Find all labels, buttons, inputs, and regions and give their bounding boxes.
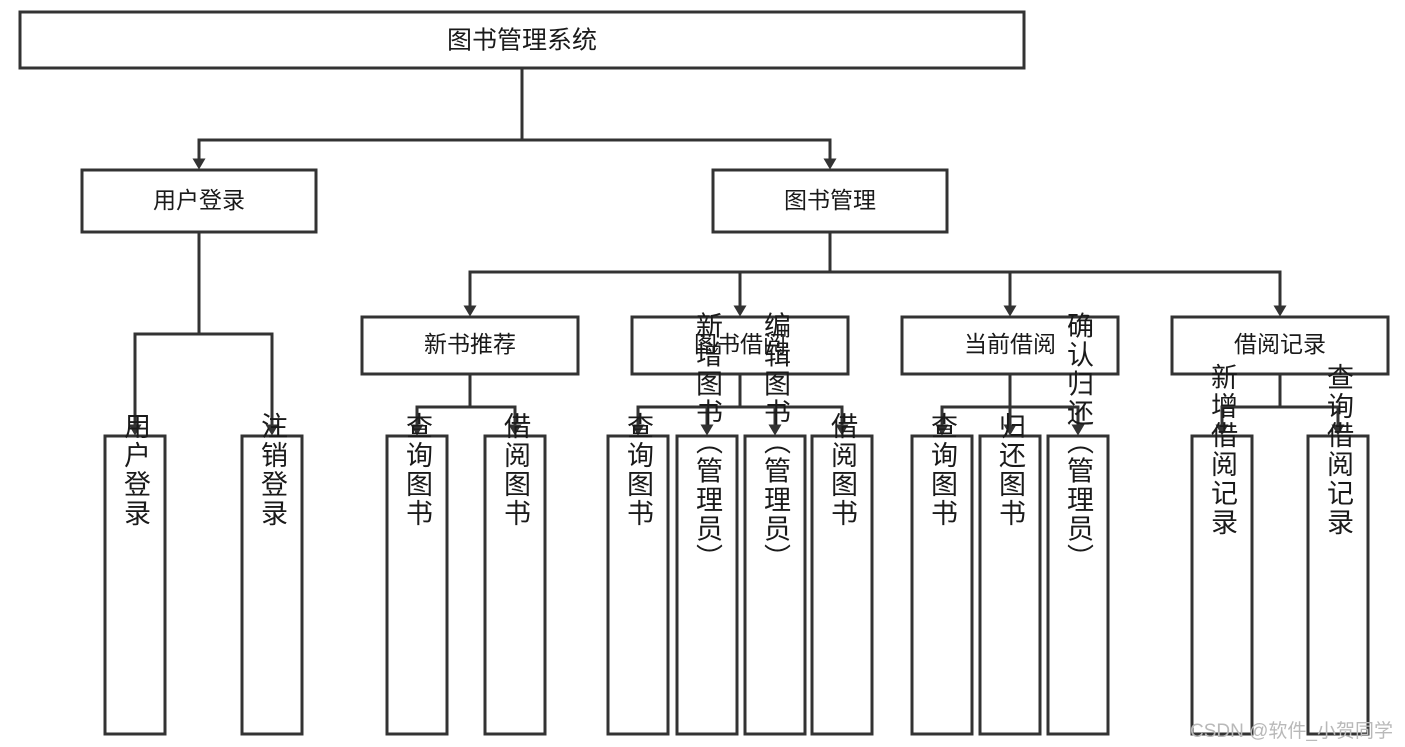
node-leaf-logout-login-box[interactable]	[240, 434, 304, 736]
node-current-borrow-box[interactable]	[900, 315, 1120, 376]
node-leaf-return-book-label: 归还图书	[995, 412, 1026, 528]
node-leaf-return-book[interactable]: 归还图书	[978, 412, 1042, 736]
node-leaf-edit-book[interactable]: 编辑图书（管理员）	[743, 311, 807, 736]
node-current-borrow-label: 当前借阅	[964, 331, 1056, 357]
node-new-book-recommend-label: 新书推荐	[424, 331, 516, 357]
node-user-login-box[interactable]	[80, 168, 318, 234]
node-leaf-edit-book-label: 编辑图书（管理员）	[760, 311, 791, 572]
node-leaf-query-book-3[interactable]: 查询图书	[910, 412, 974, 736]
node-leaf-logout-login-label: 注销登录	[257, 412, 288, 528]
node-leaf-query-book-3-box[interactable]	[910, 434, 974, 736]
node-book-borrow-box[interactable]	[630, 315, 850, 376]
node-leaf-borrow-book-2-label: 借阅图书	[827, 412, 858, 528]
node-leaf-add-book[interactable]: 新增图书（管理员）	[675, 311, 739, 736]
node-leaf-query-book-1-box[interactable]	[385, 434, 449, 736]
node-leaf-add-record-label: 新增借阅记录	[1207, 363, 1238, 537]
node-leaf-add-book-box[interactable]	[675, 434, 739, 736]
node-leaf-query-record-box[interactable]	[1306, 434, 1370, 736]
node-book-manage-label: 图书管理	[784, 187, 876, 213]
node-new-book-recommend-box[interactable]	[360, 315, 580, 376]
node-leaf-borrow-book-1[interactable]: 借阅图书	[483, 412, 547, 736]
node-root[interactable]: 图书管理系统	[18, 10, 1026, 70]
node-root-box[interactable]	[18, 10, 1026, 70]
edges	[128, 66, 1345, 436]
node-book-borrow[interactable]: 图书借阅	[630, 315, 850, 376]
node-leaf-add-record[interactable]: 新增借阅记录	[1190, 363, 1254, 736]
node-leaf-return-book-box[interactable]	[978, 434, 1042, 736]
node-leaf-confirm-return[interactable]: 确认归还（管理员）	[1046, 311, 1110, 736]
node-leaf-confirm-return-label: 确认归还（管理员）	[1063, 311, 1094, 572]
node-leaf-edit-book-box[interactable]	[743, 434, 807, 736]
node-book-borrow-label: 图书借阅	[694, 331, 786, 357]
node-leaf-query-book-1[interactable]: 查询图书	[385, 412, 449, 736]
node-leaf-query-book-3-label: 查询图书	[927, 412, 958, 528]
node-leaf-add-record-box[interactable]	[1190, 434, 1254, 736]
node-leaf-query-record-label: 查询借阅记录	[1323, 363, 1354, 537]
node-leaf-borrow-book-1-label: 借阅图书	[500, 412, 531, 528]
node-leaf-query-book-2[interactable]: 查询图书	[606, 412, 670, 736]
node-borrow-record-box[interactable]	[1170, 315, 1390, 376]
node-book-manage[interactable]: 图书管理	[711, 168, 949, 234]
node-book-manage-box[interactable]	[711, 168, 949, 234]
node-leaf-query-book-2-label: 查询图书	[623, 412, 654, 528]
node-new-book-recommend[interactable]: 新书推荐	[360, 315, 580, 376]
node-user-login-label: 用户登录	[153, 187, 245, 213]
node-leaf-confirm-return-box[interactable]	[1046, 434, 1110, 736]
node-leaf-query-book-1-label: 查询图书	[402, 412, 433, 528]
node-leaf-add-book-label: 新增图书（管理员）	[692, 311, 723, 572]
node-current-borrow[interactable]: 当前借阅	[900, 315, 1120, 376]
node-leaf-user-login-box[interactable]	[103, 434, 167, 736]
node-user-login[interactable]: 用户登录	[80, 168, 318, 234]
node-leaf-borrow-book-2-box[interactable]	[810, 434, 874, 736]
node-leaf-borrow-book-2[interactable]: 借阅图书	[810, 412, 874, 736]
node-borrow-record-label: 借阅记录	[1234, 331, 1326, 357]
node-leaf-query-record[interactable]: 查询借阅记录	[1306, 363, 1370, 736]
node-leaf-user-login-label: 用户登录	[120, 412, 151, 528]
node-borrow-record[interactable]: 借阅记录	[1170, 315, 1390, 376]
node-root-label: 图书管理系统	[447, 27, 597, 55]
node-leaf-query-book-2-box[interactable]	[606, 434, 670, 736]
node-leaf-logout-login[interactable]: 注销登录	[240, 412, 304, 736]
node-leaf-borrow-book-1-box[interactable]	[483, 434, 547, 736]
node-leaf-user-login[interactable]: 用户登录	[103, 412, 167, 736]
